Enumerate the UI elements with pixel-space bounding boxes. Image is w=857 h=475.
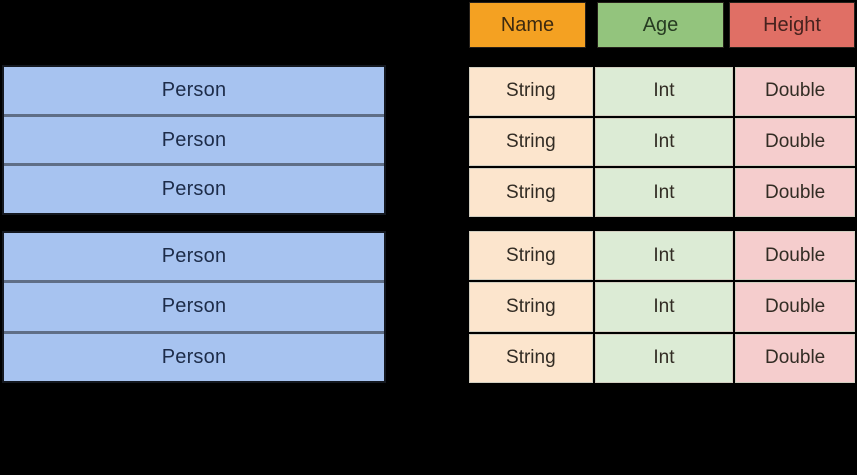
- person-row: Person: [161, 245, 227, 268]
- cell-double: Double: [735, 67, 855, 116]
- person-row: Person: [4, 113, 384, 164]
- person-row: Person: [4, 163, 384, 213]
- cell-int: Int: [594, 168, 734, 217]
- dataframe-table-bottom: String Int Double String Int Double Stri…: [469, 231, 855, 383]
- person-row: Person: [4, 330, 384, 381]
- cell-string: String: [469, 67, 593, 116]
- person-row: Person: [4, 280, 384, 330]
- cell-double: Double: [735, 117, 855, 167]
- cell-int: Int: [594, 117, 734, 167]
- dataframe-header-name: Name: [469, 2, 586, 48]
- cell-int: Int: [594, 231, 734, 281]
- cell-double: Double: [735, 168, 855, 217]
- cell-string: String: [469, 282, 593, 332]
- cell-string: String: [469, 117, 593, 167]
- dataframe-table-top: String Int Double String Int Double Stri…: [469, 67, 855, 217]
- dataset-box-bottom: Person Person Person: [2, 231, 386, 383]
- cell-int: Int: [594, 333, 734, 383]
- dataframe-header-age: Age: [597, 2, 724, 48]
- person-row: Person: [161, 78, 227, 101]
- cell-double: Double: [735, 333, 855, 383]
- cell-double: Double: [735, 282, 855, 332]
- cell-string: String: [469, 231, 593, 281]
- dataset-box-top: Person Person Person: [2, 65, 386, 215]
- cell-string: String: [469, 333, 593, 383]
- dataframe-header-height: Height: [729, 2, 855, 48]
- cell-int: Int: [594, 67, 734, 116]
- cell-double: Double: [735, 231, 855, 281]
- cell-string: String: [469, 168, 593, 217]
- cell-int: Int: [594, 282, 734, 332]
